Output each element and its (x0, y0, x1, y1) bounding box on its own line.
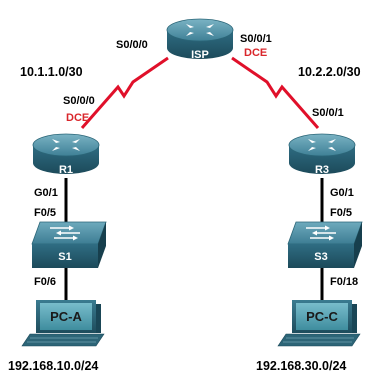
isp-s000-label: S0/0/0 (116, 39, 148, 51)
router-r3-label: R3 (315, 164, 329, 176)
router-r3[interactable]: R3 (288, 133, 356, 176)
router-r1[interactable]: R1 (32, 133, 100, 176)
network-left-wan-label: 10.1.1.0/30 (20, 65, 83, 79)
pc-c-label: PC-C (306, 309, 338, 324)
switch-s1[interactable]: S1 (31, 221, 107, 268)
serial-link-isp-r3 (231, 56, 320, 129)
serial-link-isp-r1 (80, 56, 169, 129)
network-right-wan-label: 10.2.2.0/30 (298, 65, 361, 79)
pc-a[interactable]: PC-A (21, 300, 105, 347)
pc-c[interactable]: PC-C (277, 300, 361, 347)
s3-f05-label: F0/5 (330, 207, 352, 219)
s1-f06-label: F0/6 (34, 276, 56, 288)
r1-dce-label: DCE (66, 112, 89, 124)
keyboard-keys-icon (283, 337, 354, 343)
router-arrows-icon (186, 24, 214, 36)
router-isp[interactable]: ISP (166, 18, 234, 61)
router-r1-label: R1 (59, 164, 73, 176)
r1-g01-label: G0/1 (34, 187, 58, 199)
switch-s1-label: S1 (58, 251, 71, 263)
pc-a-label: PC-A (50, 309, 82, 324)
router-isp-label: ISP (191, 49, 209, 61)
r1-s000-label: S0/0/0 (63, 95, 95, 107)
switch-s3-label: S3 (314, 251, 327, 263)
router-arrows-icon (52, 139, 80, 151)
router-arrows-icon (308, 139, 336, 151)
s1-f05-label: F0/5 (34, 207, 56, 219)
network-lan-a-label: 192.168.10.0/24 (8, 359, 98, 373)
switch-arrows-icon (306, 225, 336, 241)
switch-s3[interactable]: S3 (287, 221, 363, 268)
isp-dce-label: DCE (244, 47, 267, 59)
switch-arrows-icon (50, 225, 80, 241)
s3-f018-label: F0/18 (330, 276, 358, 288)
keyboard-keys-icon (27, 337, 98, 343)
isp-s001-label: S0/0/1 (240, 33, 272, 45)
network-lan-c-label: 192.168.30.0/24 (256, 359, 346, 373)
r3-g01-label: G0/1 (330, 187, 354, 199)
r3-s001-label: S0/0/1 (312, 107, 344, 119)
